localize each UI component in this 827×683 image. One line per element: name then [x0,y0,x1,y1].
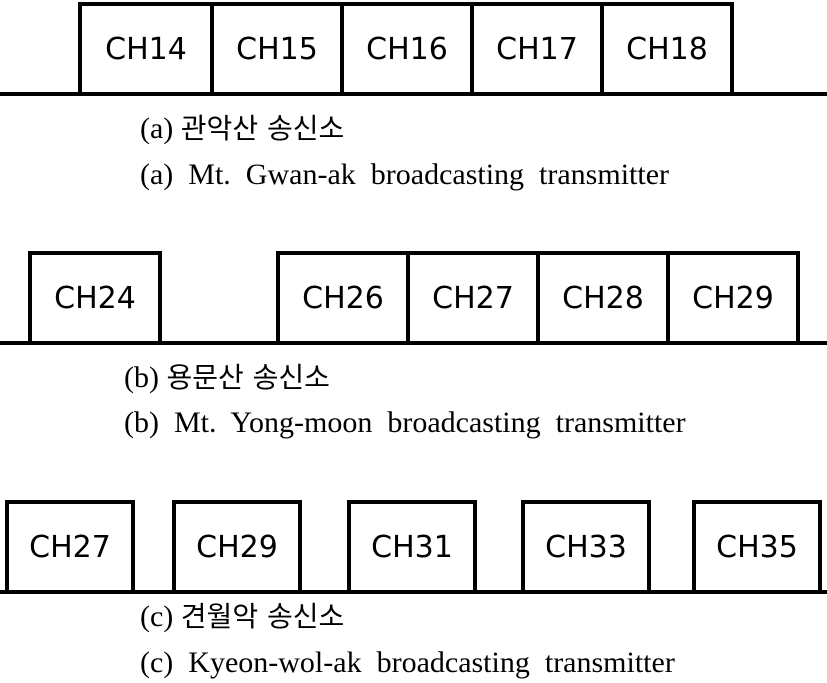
channel-block: CH31 [347,500,477,594]
channel-block: CH15 [210,2,344,96]
channel-block: CH26 [276,251,410,345]
channel-block: CH17 [470,2,604,96]
caption-label: (b) [124,361,159,394]
channel-block: CH35 [692,500,822,594]
caption-korean-text: 관악산 송신소 [180,112,345,145]
caption-korean-text: 용문산 송신소 [166,361,330,394]
caption-korean-a: (a) 관악산 송신소 [140,114,344,144]
channel-block: CH27 [406,251,540,345]
channel-block: CH28 [536,251,670,345]
caption-korean-b: (b) 용문산 송신소 [124,363,330,393]
channel-block: CH18 [600,2,734,96]
channel-block: CH16 [340,2,474,96]
caption-korean-c: (c) 견월악 송신소 [140,602,344,632]
caption-english-c: (c) Kyeon-wol-ak broadcasting transmitte… [140,646,675,679]
caption-english-a: (a) Mt. Gwan-ak broadcasting transmitter [140,158,669,191]
caption-label: (a) [140,112,174,145]
channel-block: CH27 [5,500,135,594]
caption-english-b: (b) Mt. Yong-moon broadcasting transmitt… [124,406,686,439]
caption-korean-text: 견월악 송신소 [180,600,345,633]
channel-block: CH14 [78,2,214,96]
caption-label: (c) [140,600,174,633]
channel-block: CH24 [28,251,162,345]
channel-block: CH33 [521,500,651,594]
channel-block: CH29 [172,500,302,594]
channel-block: CH29 [666,251,800,345]
